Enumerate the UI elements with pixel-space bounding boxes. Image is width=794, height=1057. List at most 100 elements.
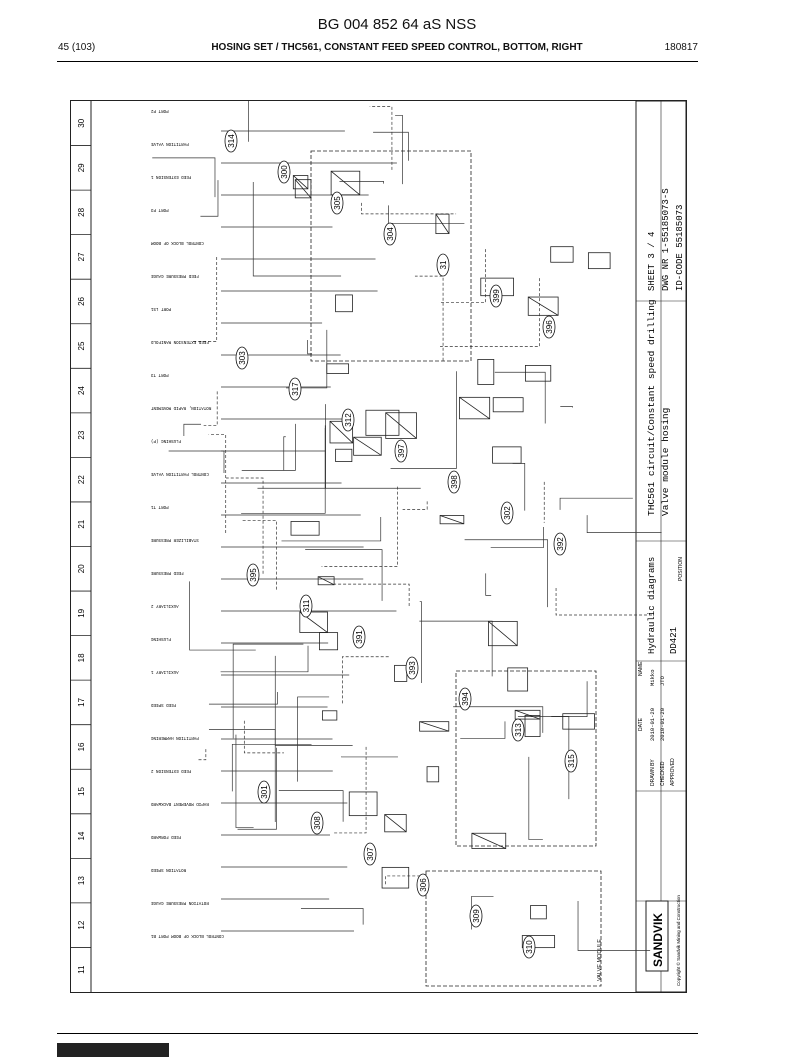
svg-text:311: 311 — [302, 599, 311, 612]
callout-balloon: 308 — [310, 811, 324, 835]
zone-number: 19 — [77, 608, 86, 617]
callout-balloon: 300 — [277, 160, 291, 184]
port-label: FEED FORWARD — [151, 834, 182, 838]
zone-number: 11 — [77, 965, 86, 974]
port-label: ROTATION, RAPID MOVEMENT — [151, 405, 212, 409]
svg-text:315: 315 — [567, 754, 576, 768]
port-label: FEED EXTENSION 1 — [151, 174, 192, 178]
sheet-number: SHEET 3 / 4 — [647, 232, 657, 291]
callout-balloon: 313 — [511, 718, 525, 742]
port-label: FEED EXTENSION MANIFOLD — [151, 339, 209, 343]
callout-balloon: 312 — [341, 408, 355, 432]
zone-number: 22 — [77, 475, 86, 484]
port-label: CONTROL PARTITION VALVE — [151, 471, 209, 475]
checked-name: JTO — [659, 675, 666, 686]
svg-text:302: 302 — [503, 506, 512, 520]
port-label: PARTITION HAMMERING — [151, 735, 199, 739]
date-label: DATE — [638, 717, 644, 731]
svg-text:399: 399 — [492, 289, 501, 303]
callout-balloons: 314 300 305 304 31 399 396 303 317 312 397 398 302 39… — [224, 129, 578, 959]
port-label: FLUSHING (P) — [151, 438, 181, 443]
valve-module-label: VALVE MODULE — [597, 939, 603, 981]
drawing-title-1: THC561 circuit/Constant speed drilling — [646, 299, 657, 516]
drawn-name: Mikko — [649, 669, 656, 686]
zone-number: 17 — [77, 697, 86, 706]
position-label: POSITION — [678, 557, 684, 581]
svg-text:317: 317 — [291, 382, 300, 396]
callout-balloon: 303 — [235, 346, 249, 370]
callout-balloon: 31 — [436, 253, 450, 277]
zone-number: 13 — [77, 876, 86, 885]
svg-text:301: 301 — [260, 785, 269, 799]
callout-balloon: 309 — [469, 904, 483, 928]
port-label: AUXILIARY 1 — [151, 669, 179, 673]
copyright: Copyright © Sandvik Mining and Construct… — [675, 895, 681, 986]
callout-balloon: 317 — [288, 377, 302, 401]
svg-text:306: 306 — [419, 878, 428, 892]
header-rule — [57, 61, 698, 62]
callout-balloon: 394 — [458, 687, 472, 711]
zone-number: 18 — [77, 653, 86, 662]
svg-text:398: 398 — [450, 475, 459, 489]
port-label: CONTROL BLOCK OF BOOM PORT B1 — [151, 933, 224, 937]
callout-balloon: 310 — [522, 935, 536, 959]
svg-text:303: 303 — [238, 351, 247, 365]
callout-balloon: 311 — [299, 594, 313, 618]
document-date: 180817 — [664, 42, 698, 53]
zone-number: 24 — [77, 386, 86, 395]
zone-number: 23 — [77, 430, 86, 439]
callout-balloon: 302 — [500, 501, 514, 525]
document-title: BG 004 852 64 aS NSS — [317, 16, 477, 33]
drawn-date: 2010-01-20 — [649, 708, 656, 741]
callout-balloon: 306 — [416, 873, 430, 897]
svg-text:314: 314 — [227, 134, 236, 148]
zone-number: 16 — [77, 742, 86, 751]
footer-rule — [57, 1033, 698, 1034]
port-label: PORT P3 — [151, 207, 169, 211]
zone-number: 30 — [77, 118, 86, 127]
zone-number: 28 — [77, 207, 86, 216]
svg-text:310: 310 — [525, 940, 534, 954]
zone-number: 25 — [77, 341, 86, 350]
svg-text:304: 304 — [386, 227, 395, 241]
callout-balloon: 395 — [246, 563, 260, 587]
port-label: FEED EXTENSION 2 — [151, 768, 192, 772]
callout-balloon: 391 — [352, 625, 366, 649]
svg-text:305: 305 — [333, 196, 342, 210]
drawing-number: DWG NR 1-55185073-S — [661, 188, 671, 291]
zone-number: 15 — [77, 787, 86, 796]
diagram-category: Hydraulic diagrams — [647, 557, 657, 654]
approved-label: APPROVED — [670, 758, 676, 786]
svg-text:300: 300 — [280, 165, 289, 179]
brand-logo: SANDVIK — [651, 913, 665, 967]
checked-label: CHECKED — [660, 761, 666, 786]
drawing-title-2: Valve module hosing — [660, 408, 671, 516]
callout-balloon: 307 — [363, 842, 377, 866]
id-code: ID-CODE 55185073 — [675, 205, 685, 291]
callout-balloon: 397 — [394, 439, 408, 463]
zone-number: 14 — [77, 831, 86, 840]
svg-text:395: 395 — [249, 568, 258, 582]
svg-text:31: 31 — [439, 260, 448, 269]
svg-text:392: 392 — [556, 537, 565, 551]
svg-text:396: 396 — [545, 320, 554, 334]
port-label: PARTITION VALVE — [151, 141, 189, 145]
callout-balloon: 315 — [564, 749, 578, 773]
zone-number: 29 — [77, 163, 86, 172]
svg-text:393: 393 — [408, 661, 417, 675]
callout-balloon: 392 — [553, 532, 567, 556]
svg-text:394: 394 — [461, 692, 470, 706]
callout-balloon: 398 — [447, 470, 461, 494]
name-label: NAME — [638, 661, 644, 676]
footer-logo — [57, 1043, 169, 1057]
port-label: FEED PRESSURE — [151, 570, 184, 574]
port-label: RAPID MOVEMENT BACKWARD — [151, 801, 209, 805]
svg-text:391: 391 — [355, 630, 364, 644]
port-label: FEED SPEED — [151, 702, 177, 706]
checked-date: 2010-01-20 — [659, 708, 666, 741]
svg-text:308: 308 — [313, 816, 322, 830]
page-number: 45 (103) — [58, 42, 96, 53]
